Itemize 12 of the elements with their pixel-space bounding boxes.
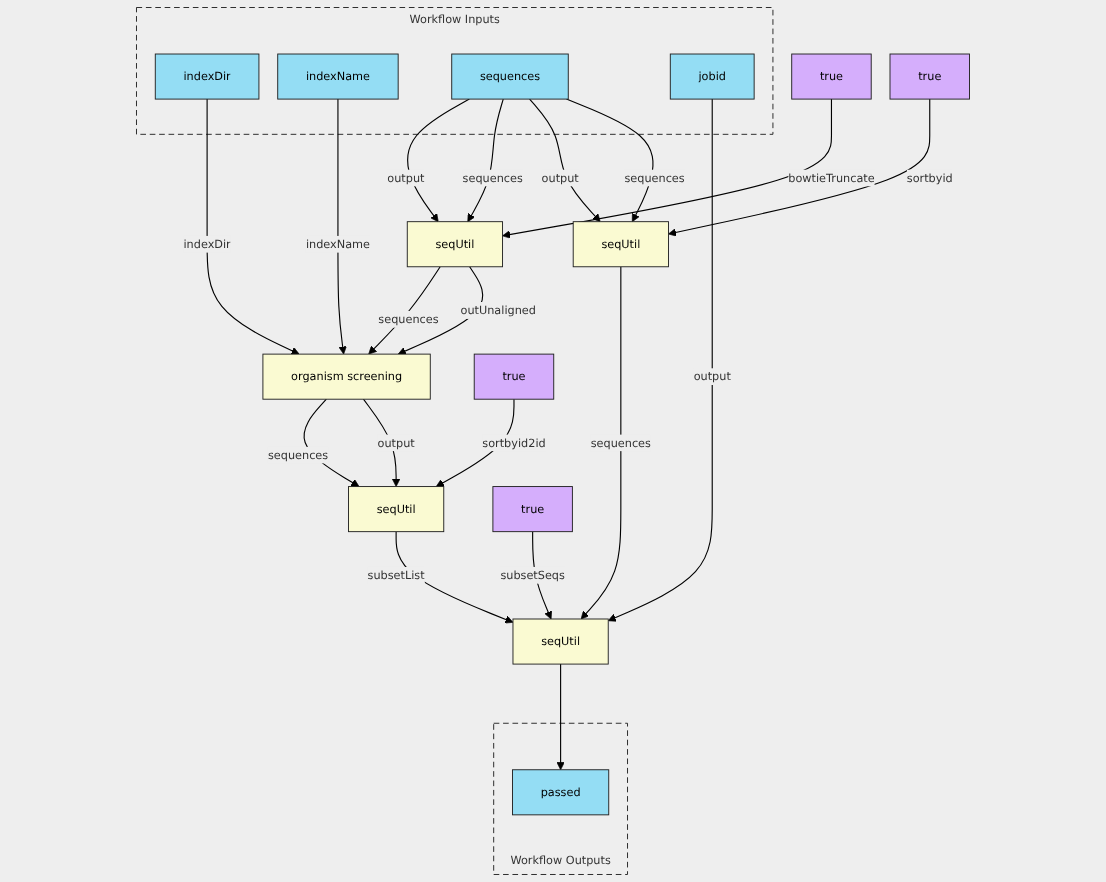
- arrow: [206, 98, 300, 355]
- arrow: [556, 663, 565, 771]
- arrow: [502, 98, 833, 239]
- arrow: [337, 98, 347, 355]
- arrow: [368, 266, 441, 355]
- arrow: [565, 98, 654, 223]
- arrow: [607, 98, 713, 622]
- arrow: [407, 98, 470, 223]
- arrow: [529, 98, 601, 223]
- arrow: [362, 398, 401, 487]
- arrow: [580, 266, 622, 620]
- arrow: [668, 98, 931, 237]
